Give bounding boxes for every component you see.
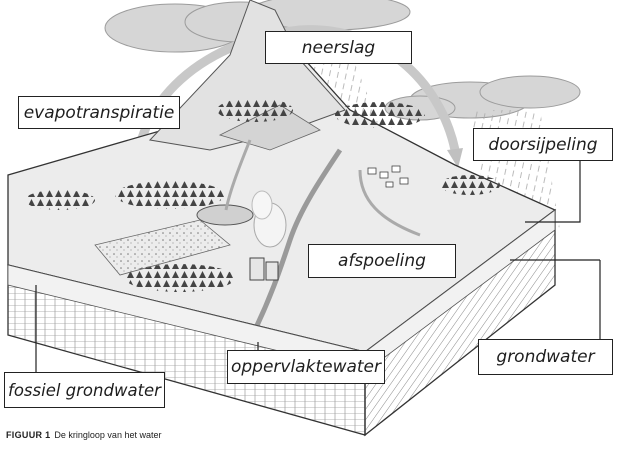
- leader-lines: [35, 160, 601, 373]
- village-shape: [367, 165, 409, 188]
- forest-shape: [25, 190, 95, 210]
- figure-caption-text: De kringloop van het water: [54, 430, 162, 440]
- forest-shape: [115, 181, 225, 209]
- arrow-head: [447, 148, 463, 168]
- lake-shape: [196, 204, 254, 226]
- label-grondwater: grondwater: [478, 339, 613, 375]
- forest-shape: [335, 102, 425, 128]
- field-shape: [94, 219, 231, 276]
- river-shape: [247, 148, 343, 342]
- power-plant-shape: [249, 190, 287, 281]
- label-oppervlaktewater: oppervlaktewater: [227, 350, 385, 384]
- label-evapotranspiratie: evapotranspiratie: [18, 96, 180, 129]
- label-doorsijpeling: doorsijpeling: [473, 128, 613, 161]
- label-afspoeling: afspoeling: [308, 244, 456, 278]
- figure-number: FIGUUR 1: [6, 430, 51, 440]
- label-neerslag: neerslag: [265, 31, 412, 64]
- forest-shape: [440, 175, 500, 195]
- river-shape: [358, 169, 421, 237]
- forest-shape: [217, 98, 293, 122]
- label-fossiel-grondwater: fossiel grondwater: [4, 372, 165, 408]
- forest-shape: [125, 264, 235, 292]
- river-shape: [224, 139, 252, 211]
